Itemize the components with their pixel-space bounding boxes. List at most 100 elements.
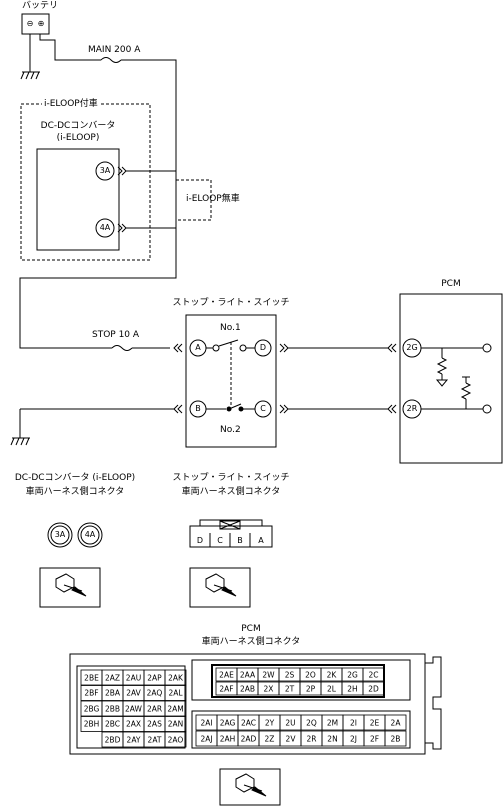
pcm-pin-label: 2H: [347, 683, 358, 693]
pcm-pin-label: 2G: [347, 669, 358, 679]
pcm-pin-cell: [164, 669, 187, 686]
pcm-pin-cell: [164, 685, 187, 701]
pcm-pin-label: 2BC: [104, 719, 121, 729]
switch-terminal-a: A: [195, 343, 201, 352]
insertion-arrow-icon: [251, 786, 267, 797]
main-fuse-label: MAIN 200 A: [88, 45, 141, 55]
battery-minus-label: ⊖: [26, 19, 34, 28]
pcm-pin-label: 2I: [350, 717, 357, 727]
pcm-pin-label: 2E: [369, 717, 380, 727]
pcm-pin-label: 2J: [350, 733, 357, 743]
pcm-pin-cell: [164, 731, 187, 748]
pcm-pin-label: 2AH: [219, 733, 236, 743]
insertion-arrow-icon: [221, 586, 237, 597]
pcm-pin-label: 2L: [327, 683, 336, 693]
main-fuse-symbol: [100, 57, 122, 63]
pcm-pin-label: 2AE: [219, 669, 234, 679]
pcm-pin-label: 2AB: [239, 683, 256, 693]
battery-plus-label: ⊕: [37, 19, 45, 28]
switch-pin-d: D: [196, 536, 204, 545]
pcm-title: PCM: [441, 279, 461, 289]
pcm-pin-label: 2BB: [104, 703, 121, 713]
dcdc-pin-4a: 4A: [84, 530, 96, 539]
dcdc-connector-subtitle: 車両ハーネス側コネクタ: [25, 487, 125, 497]
pcm-box: [399, 293, 503, 464]
pcm-pin-label: 2X: [263, 683, 274, 693]
pcm-pin-cell: [164, 716, 187, 732]
pcm-pin-label: 2O: [305, 669, 316, 679]
harness-view-icon-3: [219, 768, 281, 806]
battery-box: [21, 13, 50, 35]
stop-fuse-symbol: [111, 345, 133, 351]
pcm-pin-label: 2AW: [125, 703, 142, 713]
pcm-pin-label: 2M: [326, 717, 339, 727]
dcdc-converter-subtitle: (i-ELOOP): [56, 133, 100, 143]
pcm-pin-label: 2BD: [104, 734, 121, 744]
pcm-pin-label: 2AA: [239, 669, 256, 679]
pcm-pin-label: 2U: [285, 717, 296, 727]
battery-label: バッテリ: [22, 1, 59, 11]
pcm-connector-subtitle: 車両ハーネス側コネクタ: [201, 637, 301, 647]
pcm-pin-label: 2AJ: [200, 733, 213, 743]
stop-switch-title: ストップ・ライト・スイッチ: [172, 298, 290, 308]
switch-no1-label: No.1: [220, 323, 241, 333]
harness-view-icon-2: [189, 567, 251, 608]
no-eloop-label: i-ELOOP無車: [186, 194, 240, 204]
pcm-pin-label: 2P: [305, 683, 316, 693]
pcm-terminal-2r: 2R: [406, 404, 418, 413]
pcm-pin-label: 2AK: [168, 672, 183, 682]
pcm-pin-label: 2AF: [219, 683, 234, 693]
switch-connector-title: ストップ・ライト・スイッチ: [172, 473, 290, 483]
pcm-pin-label: 2AN: [167, 719, 184, 729]
pcm-pin-label: 2AS: [147, 719, 162, 729]
pcm-pin-label: 2Q: [306, 717, 317, 727]
pcm-connector-face: [69, 653, 426, 755]
switch-terminal-c: C: [260, 404, 266, 413]
pcm-pin-label: 2BA: [104, 688, 121, 698]
pcm-pin-label: 2AY: [126, 734, 141, 744]
dcdc-converter-title: DC-DCコンバータ: [40, 121, 116, 131]
dcdc-converter-box: [36, 148, 120, 251]
pcm-connector-title: PCM: [241, 624, 261, 634]
pcm-pin-label: 2AZ: [104, 672, 121, 682]
pcm-pin-label: 2R: [306, 733, 317, 743]
switch-connector-subtitle: 車両ハーネス側コネクタ: [181, 487, 281, 497]
pcm-pin-cell: [362, 681, 385, 696]
terminal-3a: 3A: [99, 166, 111, 175]
pcm-pin-label: 2AR: [146, 703, 163, 713]
pcm-pin-label: 2AU: [125, 672, 142, 682]
pcm-pin-label: 2AQ: [146, 688, 163, 698]
pcm-pin-label: 2AI: [200, 717, 213, 727]
dcdc-pin-3a: 3A: [54, 530, 66, 539]
pcm-pin-label: 2F: [369, 733, 380, 743]
pcm-pin-cell: [384, 730, 407, 747]
stop-switch-box: [185, 314, 277, 448]
pcm-pin-label: 2Y: [264, 717, 275, 727]
pcm-pin-label: 2BG: [83, 703, 100, 713]
pcm-pin-label: 2AV: [126, 688, 141, 698]
pcm-pin-label: 2AC: [240, 717, 257, 727]
pcm-pin-label: 2AD: [240, 733, 257, 743]
dcdc-connector-title: DC-DCコンバータ (i-ELOOP): [14, 473, 136, 483]
pcm-pin-label: 2BE: [84, 672, 99, 682]
pcm-pin-label: 2BF: [84, 688, 99, 698]
pcm-pin-label: 2AM: [167, 703, 184, 713]
pcm-pin-label: 2AT: [147, 734, 162, 744]
pcm-pin-cell: [362, 667, 385, 682]
switch-pin-a: A: [258, 536, 264, 545]
switch-terminal-d: D: [259, 343, 267, 352]
terminal-4a: 4A: [99, 223, 111, 232]
switch-pin-c: C: [217, 536, 223, 545]
no-eloop-dashed: [176, 179, 212, 221]
pcm-pin-label: 2K: [326, 669, 337, 679]
pcm-pin-label: 2AL: [168, 688, 183, 698]
pcm-pin-label: 2Z: [264, 733, 275, 743]
eloop-box-label: i-ELOOP付車: [42, 99, 100, 109]
pcm-pin-label: 2S: [284, 669, 295, 679]
switch-no2-label: No.2: [220, 425, 241, 435]
pcm-pin-label: 2AO: [167, 734, 184, 744]
pcm-pin-label: 2B: [390, 733, 401, 743]
pcm-pin-label: 2AG: [219, 717, 236, 727]
pcm-pin-label: 2AP: [147, 672, 162, 682]
